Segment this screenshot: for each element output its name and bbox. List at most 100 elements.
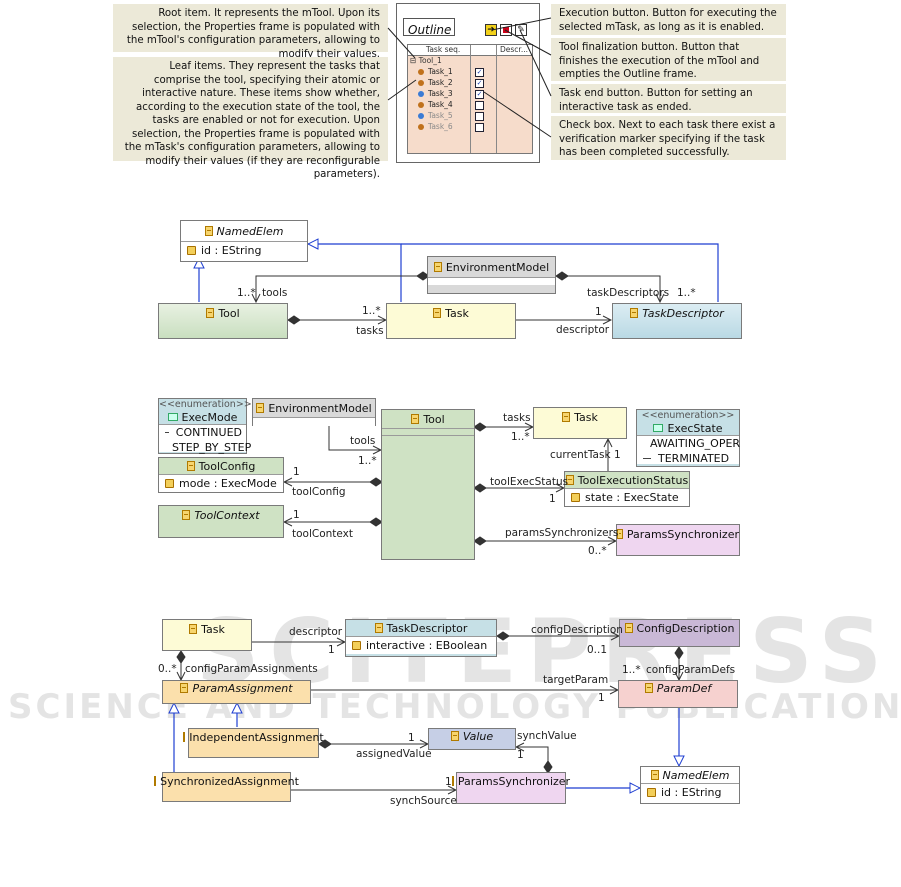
outline-task-item[interactable]: Task_1✓ bbox=[414, 67, 528, 77]
class-name: Tool bbox=[218, 306, 240, 320]
outline-root-label: Tool_1 bbox=[418, 56, 442, 65]
class-name: EnvironmentModel bbox=[445, 260, 550, 274]
d3-value[interactable]: Value bbox=[428, 728, 516, 750]
class-icon bbox=[433, 308, 442, 318]
class-name: ParamsSynchronizer bbox=[626, 527, 739, 541]
class-icon bbox=[183, 732, 186, 742]
d3-paramssynchronizer[interactable]: ParamsSynchronizer bbox=[451, 772, 570, 804]
class-icon bbox=[617, 529, 623, 539]
literal: AWAITING_OPER bbox=[650, 437, 741, 450]
d1-taskdesc-mult: 1..* bbox=[677, 287, 696, 299]
class-name: SynchronizedAssignment bbox=[160, 774, 299, 788]
d1-environmentmodel[interactable]: EnvironmentModel bbox=[427, 256, 556, 294]
d3-cpd-mult: 1..* bbox=[622, 664, 641, 676]
class-icon bbox=[180, 683, 189, 693]
task-icon bbox=[418, 113, 424, 119]
task-label: Task_2 bbox=[428, 78, 453, 87]
literal-icon bbox=[165, 432, 169, 433]
task-label: Task_3 bbox=[428, 89, 453, 98]
class-icon bbox=[630, 308, 639, 318]
d3-cpd-label: configParamDefs bbox=[646, 664, 736, 676]
d3-paramdef[interactable]: ParamDef bbox=[618, 680, 738, 708]
note-execution-button: Execution button. Button for executing t… bbox=[551, 4, 786, 35]
task-check-box[interactable]: ✓ bbox=[475, 90, 484, 99]
d3-targetparam-label: targetParam bbox=[543, 674, 609, 686]
d2-tool[interactable]: Tool bbox=[381, 409, 475, 560]
d3-targetparam-mult: 1 bbox=[598, 692, 605, 704]
class-name: IndependentAssignment bbox=[189, 730, 324, 744]
class-icon bbox=[256, 403, 265, 413]
attribute-icon bbox=[352, 641, 361, 650]
task-check-box[interactable] bbox=[475, 112, 484, 121]
d2-tools-mult: 1..* bbox=[358, 455, 377, 467]
outline-task-item[interactable]: Task_3 ✓ bbox=[414, 89, 528, 99]
d2-paramssync-mult: 0..* bbox=[588, 545, 607, 557]
class-icon bbox=[182, 510, 191, 520]
note-leaf-items: Leaf items. They represent the tasks tha… bbox=[113, 57, 388, 180]
d2-environmentmodel[interactable]: EnvironmentModel bbox=[252, 398, 376, 426]
class-name: ToolConfig bbox=[198, 459, 256, 473]
d2-tools-label: tools bbox=[350, 435, 376, 447]
d3-descriptor-label: descriptor bbox=[289, 626, 343, 638]
task-label: Task_6 bbox=[428, 122, 453, 131]
stereotype: <<enumeration>> bbox=[641, 410, 735, 421]
task-icon bbox=[418, 80, 424, 86]
d2-toolconfig-mult: 1 bbox=[293, 466, 300, 478]
class-icon bbox=[374, 623, 383, 633]
attribute: state : ExecState bbox=[585, 491, 679, 504]
d2-execmode[interactable]: <<enumeration>> ExecMode CONTINUED STEP_… bbox=[158, 398, 252, 454]
d1-tools-mult: 1..* bbox=[237, 287, 256, 299]
d3-configdescription[interactable]: ConfigDescription bbox=[619, 619, 740, 647]
d1-namedelem[interactable]: NamedElem id : EString bbox=[180, 220, 308, 262]
class-name: Value bbox=[462, 729, 494, 743]
d2-toolcontext[interactable]: ToolContext bbox=[158, 505, 284, 538]
attribute-icon bbox=[187, 246, 196, 255]
d1-task[interactable]: Task bbox=[386, 303, 516, 339]
d3-descriptor-mult: 1 bbox=[328, 644, 335, 656]
outline-task-item[interactable]: Task_5 bbox=[414, 111, 528, 121]
d1-tasks-mult: 1..* bbox=[362, 305, 381, 317]
d2-toolexecutionstatus[interactable]: ToolExecutionStatus state : ExecState bbox=[564, 471, 690, 507]
d3-synchronizedassignment[interactable]: SynchronizedAssignment bbox=[154, 772, 299, 802]
class-name: ParamAssignment bbox=[192, 681, 293, 695]
attribute-icon bbox=[571, 493, 580, 502]
d1-taskdesc-label: taskDescriptors bbox=[587, 287, 670, 299]
outline-root-item[interactable]: ⊟ Tool_1 bbox=[410, 56, 442, 65]
d1-tasks-label: tasks bbox=[356, 325, 384, 337]
literal: CONTINUED bbox=[175, 426, 242, 439]
d2-toolcontext-label: toolContext bbox=[292, 528, 354, 540]
outline-task-item[interactable]: Task_2 ✓ bbox=[414, 78, 528, 88]
outline-task-item[interactable]: Task_4 bbox=[414, 100, 528, 110]
class-icon bbox=[565, 475, 574, 485]
literal: TERMINATED bbox=[658, 452, 730, 465]
d1-tools-label: tools bbox=[262, 287, 288, 299]
d1-tool[interactable]: Tool bbox=[158, 303, 288, 339]
d1-taskdescriptor[interactable]: TaskDescriptor bbox=[612, 303, 742, 339]
note-root-item: Root item. It represents the mTool. Upon… bbox=[113, 4, 388, 60]
class-icon bbox=[411, 414, 420, 424]
outline-tab: Outline bbox=[403, 18, 455, 37]
note-check-box: Check box. Next to each task there exist… bbox=[551, 116, 786, 160]
class-name: TaskDescriptor bbox=[642, 306, 724, 320]
task-check-box[interactable]: ✓ bbox=[475, 68, 484, 77]
d2-toolconfig[interactable]: ToolConfig mode : ExecMode bbox=[158, 457, 284, 493]
outline-task-item[interactable]: Task_6 bbox=[414, 122, 528, 132]
attribute-icon bbox=[165, 479, 174, 488]
d3-paramassignment[interactable]: ParamAssignment bbox=[162, 680, 311, 704]
task-check-box[interactable] bbox=[475, 123, 484, 132]
task-check-box[interactable]: ✓ bbox=[475, 79, 484, 88]
d2-paramssync-label: paramsSynchronizers bbox=[505, 527, 619, 539]
d3-task[interactable]: Task bbox=[162, 619, 252, 651]
d2-paramssynchronizer[interactable]: ParamsSynchronizer bbox=[616, 524, 740, 556]
col-task-seq: Task seq. bbox=[426, 45, 461, 54]
task-check-box[interactable] bbox=[475, 101, 484, 110]
class-name: Tool bbox=[423, 412, 445, 426]
d3-namedelem[interactable]: NamedElem id : EString bbox=[640, 766, 740, 804]
attribute: mode : ExecMode bbox=[179, 477, 277, 490]
task-icon bbox=[418, 124, 424, 130]
d3-independentassignment[interactable]: IndependentAssignment bbox=[183, 728, 324, 758]
class-icon bbox=[206, 308, 215, 318]
d2-task[interactable]: Task bbox=[533, 407, 627, 439]
d3-taskdescriptor[interactable]: TaskDescriptor interactive : EBoolean bbox=[345, 619, 497, 657]
d2-execstate[interactable]: <<enumeration>> ExecState AWAITING_OPER … bbox=[636, 409, 740, 467]
